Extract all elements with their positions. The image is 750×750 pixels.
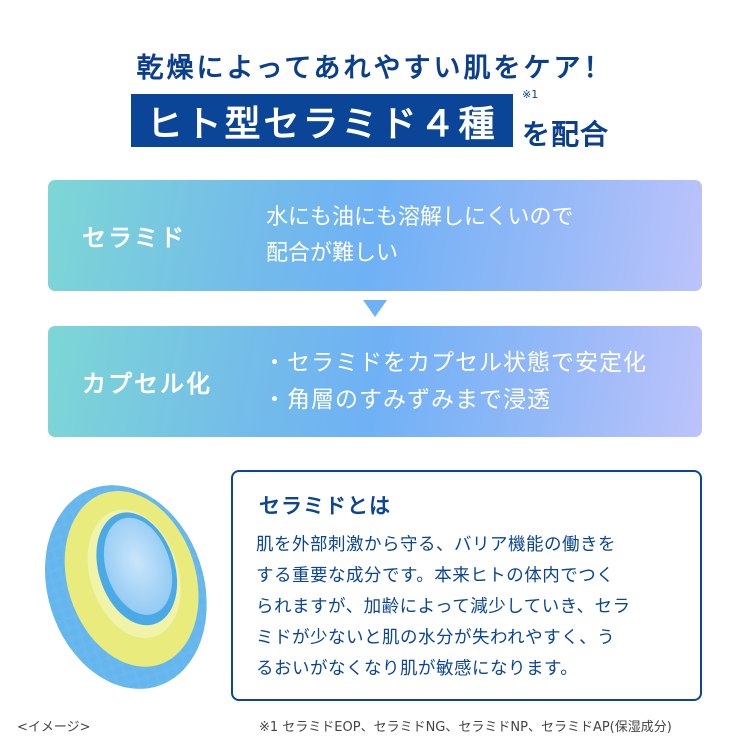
- banner-suffix: を配合: [522, 118, 610, 151]
- down-arrow-icon: [363, 300, 387, 317]
- step-card-ceramide: セラミド 水にも油にも溶解しにくいので 配合が難しい: [48, 180, 702, 291]
- step-body: 水にも油にも溶解しにくいので 配合が難しい: [266, 180, 574, 291]
- step-label: カプセル化: [82, 370, 212, 398]
- step-body: ・セラミドをカプセル状態で安定化 ・角層のすみずみまで浸透: [263, 326, 647, 437]
- info-title: セラミドとは: [259, 494, 391, 518]
- step-line: 水にも油にも溶解しにくいので: [266, 204, 574, 230]
- step-card-capsule: カプセル化 ・セラミドをカプセル状態で安定化 ・角層のすみずみまで浸透: [48, 326, 702, 437]
- note-mark: ※1: [522, 88, 539, 101]
- info-line: ミドが少ないと肌の水分が失われやすく、う: [256, 628, 616, 648]
- step-line: 配合が難しい: [266, 240, 399, 266]
- step-line: ・角層のすみずみまで浸透: [263, 386, 551, 413]
- info-box: セラミドとは 肌を外部刺激から守る、バリア機能の働きを する重要な成分です。本来…: [231, 470, 702, 701]
- ceramide-capsule-illustration: [28, 470, 218, 700]
- headline: 乾燥によってあれやすい肌をケア！: [136, 53, 614, 84]
- step-line: ・セラミドをカプセル状態で安定化: [263, 349, 647, 376]
- footnote: ※1 セラミドEOP、セラミドNG、セラミドNP、セラミドAP(保湿成分): [259, 720, 672, 735]
- info-text: 肌を外部刺激から守る、バリア機能の働きを する重要な成分です。本来ヒトの体内でつ…: [256, 530, 686, 685]
- info-line: られますが、加齢によって減少していき、セラ: [256, 597, 631, 617]
- info-line: るおいがなくなり肌が敏感になります。: [256, 659, 579, 679]
- step-label: セラミド: [82, 224, 186, 252]
- info-line: する重要な成分です。本来ヒトの体内でつく: [256, 566, 615, 586]
- info-line: 肌を外部刺激から守る、バリア機能の働きを: [256, 535, 616, 555]
- banner: ヒト型セラミド４種: [131, 94, 513, 147]
- image-caption: <イメージ>: [17, 720, 91, 735]
